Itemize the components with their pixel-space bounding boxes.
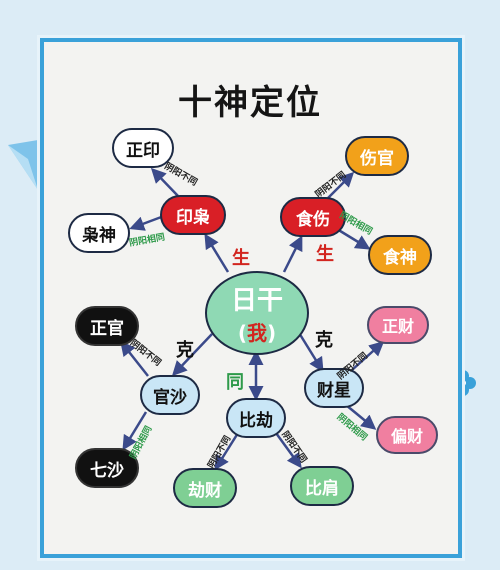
bijie-node[interactable]: 比劫 [226, 398, 286, 438]
jiecai-node[interactable]: 劫财 [173, 468, 237, 508]
self-label-wrap: (我) [238, 317, 276, 346]
arrow-shishang-shangguan [327, 171, 355, 199]
day-master-node[interactable]: 日干 (我) [205, 271, 309, 355]
arrow-bijie-bijian [274, 432, 302, 469]
relation-ke-left: 克 [176, 340, 194, 361]
paren-open: ( [237, 321, 247, 345]
bijian-node[interactable]: 比肩 [290, 466, 354, 506]
zhengcai-node[interactable]: 正财 [367, 306, 429, 344]
relation-ke-right: 克 [315, 330, 333, 351]
self-label: 我 [247, 321, 267, 345]
piancai-node[interactable]: 偏财 [376, 416, 438, 454]
relation-sheng-right: 生 [316, 244, 334, 265]
relation-tong: 同 [226, 372, 244, 393]
relation-sheng-left: 生 [232, 248, 250, 269]
qisha-node[interactable]: 七沙 [75, 448, 139, 488]
guansha-node[interactable]: 官沙 [140, 375, 200, 415]
xiaoshen-node[interactable]: 枭神 [68, 213, 130, 253]
day-master-label: 日干 [230, 286, 283, 316]
paren-close: ) [267, 321, 277, 345]
arrow-yinxiao-xiaoshen [129, 214, 165, 231]
caixing-node[interactable]: 财星 [304, 368, 364, 408]
shangguan-node[interactable]: 伤官 [345, 136, 409, 176]
yinxiao-node[interactable]: 印枭 [160, 195, 226, 235]
arrow-bijie-jiecai [214, 432, 240, 471]
zhengyin-node[interactable]: 正印 [112, 128, 174, 168]
arrow-yinxiao-zhengyin [150, 167, 179, 197]
arrow-center-yinxiao [204, 233, 230, 273]
page-title: 十神定位 [178, 83, 322, 123]
zhengguan-node[interactable]: 正官 [75, 306, 139, 346]
arrow-caixing-zhengcai [351, 340, 385, 371]
arrow-center-shishang [282, 235, 303, 273]
shishang-node[interactable]: 食伤 [280, 197, 346, 237]
arrow-guansha-zhengguan [120, 340, 149, 377]
shishen-node[interactable]: 食神 [368, 235, 432, 275]
arrow-center-guansha [171, 333, 213, 377]
arrow-caixing-piancai [345, 404, 377, 430]
arrow-guansha-qisha [122, 411, 148, 451]
